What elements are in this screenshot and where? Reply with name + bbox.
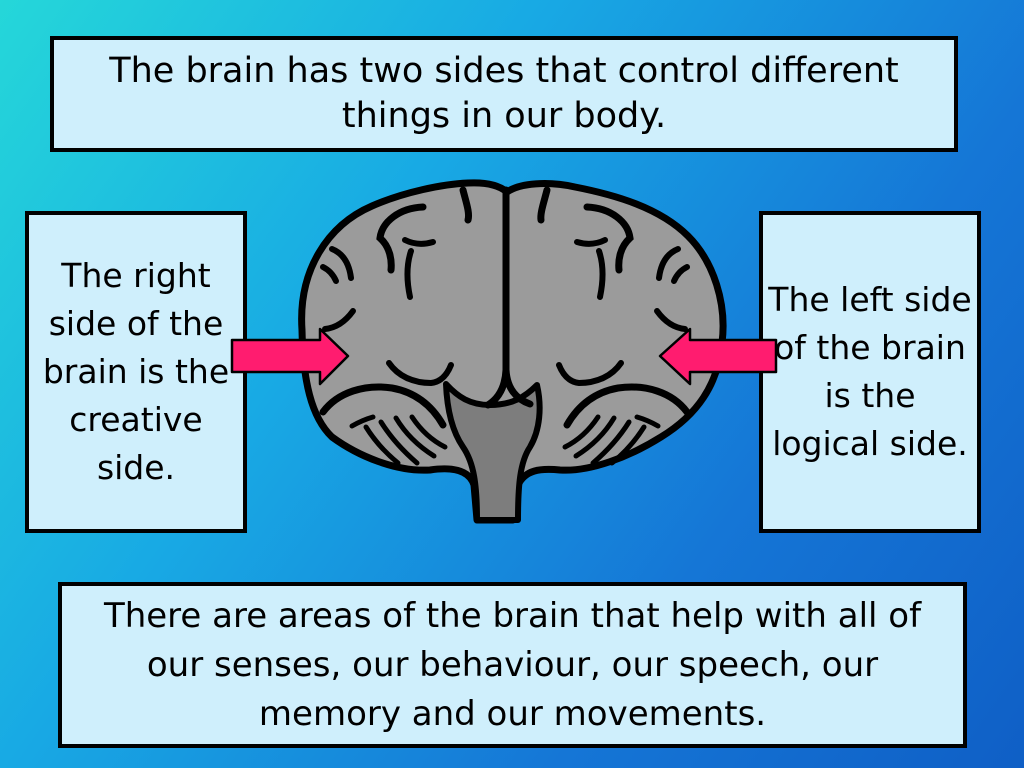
right-side-brain-box: The right side of the brain is the creat…	[25, 211, 247, 533]
brain-center-divider	[484, 186, 510, 409]
brainstem	[443, 381, 543, 523]
left-side-brain-box: The left side of the brain is the logica…	[759, 211, 981, 533]
bottom-caption-text: There are areas of the brain that help w…	[103, 595, 922, 734]
top-caption-text: The brain has two sides that control dif…	[109, 51, 899, 136]
bottom-caption-box: There are areas of the brain that help w…	[58, 582, 967, 748]
right-side-brain-text: The right side of the brain is the creat…	[42, 256, 230, 487]
top-caption-box: The brain has two sides that control dif…	[50, 36, 958, 152]
brain-outline	[298, 179, 727, 524]
arrow-right-icon	[230, 327, 350, 386]
left-side-brain-text: The left side of the brain is the logica…	[768, 280, 972, 463]
